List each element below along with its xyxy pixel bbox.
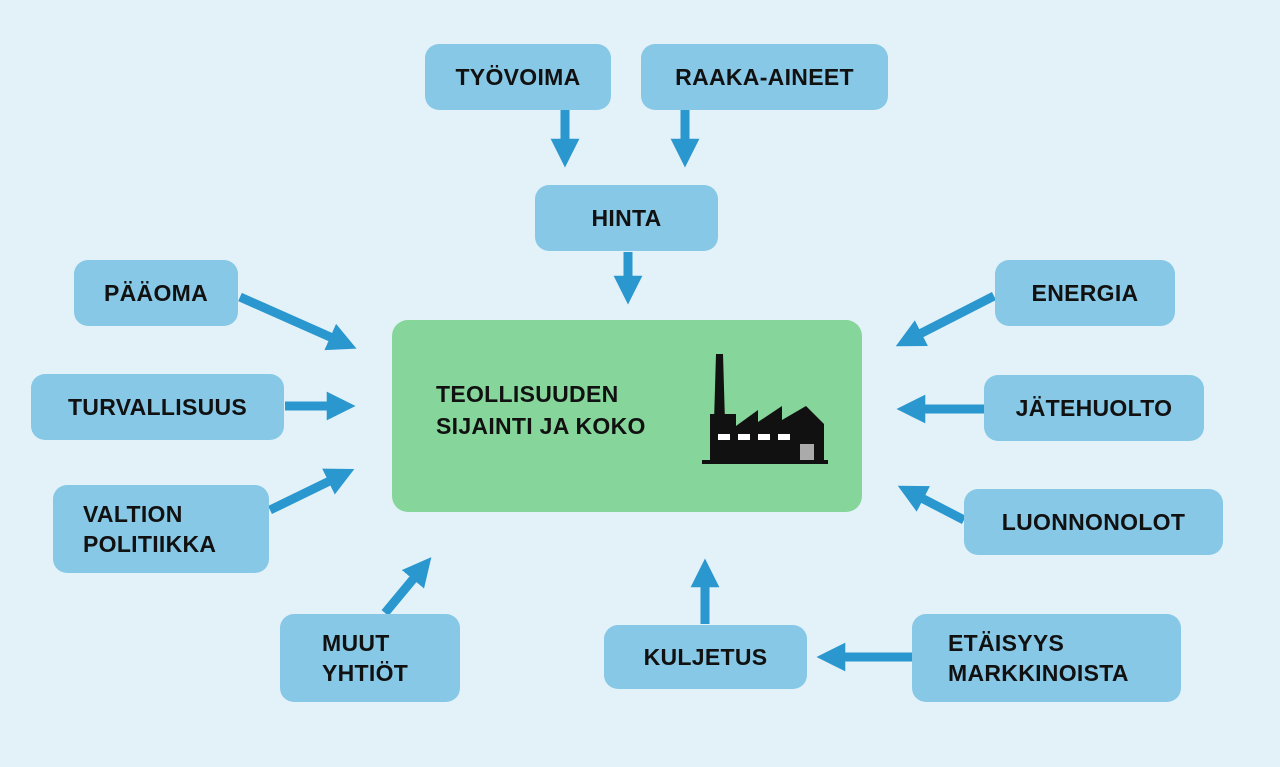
node-tyovoima-label: TYÖVOIMA [455,64,581,90]
node-paaoma: PÄÄOMA [74,260,238,326]
arrow-muut-yhtiot-to-center [381,557,432,616]
node-jatehuolto: JÄTEHUOLTO [984,375,1204,441]
node-raaka-aineet: RAAKA-AINEET [641,44,888,110]
node-valtion-politiikka-line2: POLITIIKKA [83,531,217,557]
node-muut-yhtiot-line1: MUUT [322,630,390,656]
node-muut-yhtiot: MUUT YHTIÖT [280,614,460,702]
node-paaoma-label: PÄÄOMA [103,280,209,306]
node-turvallisuus-label: TURVALLISUUS [67,394,248,420]
node-etaisyys-line1: ETÄISYYS [948,630,1065,656]
center-node: TEOLLISUUDEN SIJAINTI JA KOKO [392,320,862,512]
node-kuljetus-label: KULJETUS [643,644,768,670]
node-kuljetus: KULJETUS [604,625,807,689]
center-title-line2: SIJAINTI JA KOKO [436,413,646,439]
node-energia-label: ENERGIA [1031,280,1139,306]
node-energia: ENERGIA [995,260,1175,326]
node-jatehuolto-label: JÄTEHUOLTO [1015,395,1173,421]
node-hinta-label: HINTA [591,205,662,231]
node-raaka-aineet-label: RAAKA-AINEET [675,64,854,90]
node-valtion-politiikka-line1: VALTION [83,501,183,527]
node-etaisyys-markkinoista: ETÄISYYS MARKKINOISTA [912,614,1181,702]
node-hinta: HINTA [535,185,718,251]
node-muut-yhtiot-line2: YHTIÖT [322,660,409,686]
factory-icon [702,354,828,464]
node-tyovoima: TYÖVOIMA [425,44,611,110]
arrow-valtion-politiikka-to-center [268,468,355,515]
node-valtion-politiikka: VALTION POLITIIKKA [53,485,269,573]
center-title-line1: TEOLLISUUDEN [436,381,619,407]
node-luonnonolot: LUONNONOLOT [964,489,1223,555]
arrow-energia-to-center [895,291,997,347]
node-luonnonolot-label: LUONNONOLOT [1001,509,1186,535]
node-etaisyys-line2: MARKKINOISTA [948,660,1129,686]
center-title: TEOLLISUUDEN SIJAINTI JA KOKO [436,378,646,442]
arrow-luonnonolot-to-center [897,485,967,524]
node-turvallisuus: TURVALLISUUS [31,374,284,440]
arrow-paaoma-to-center [238,292,357,351]
